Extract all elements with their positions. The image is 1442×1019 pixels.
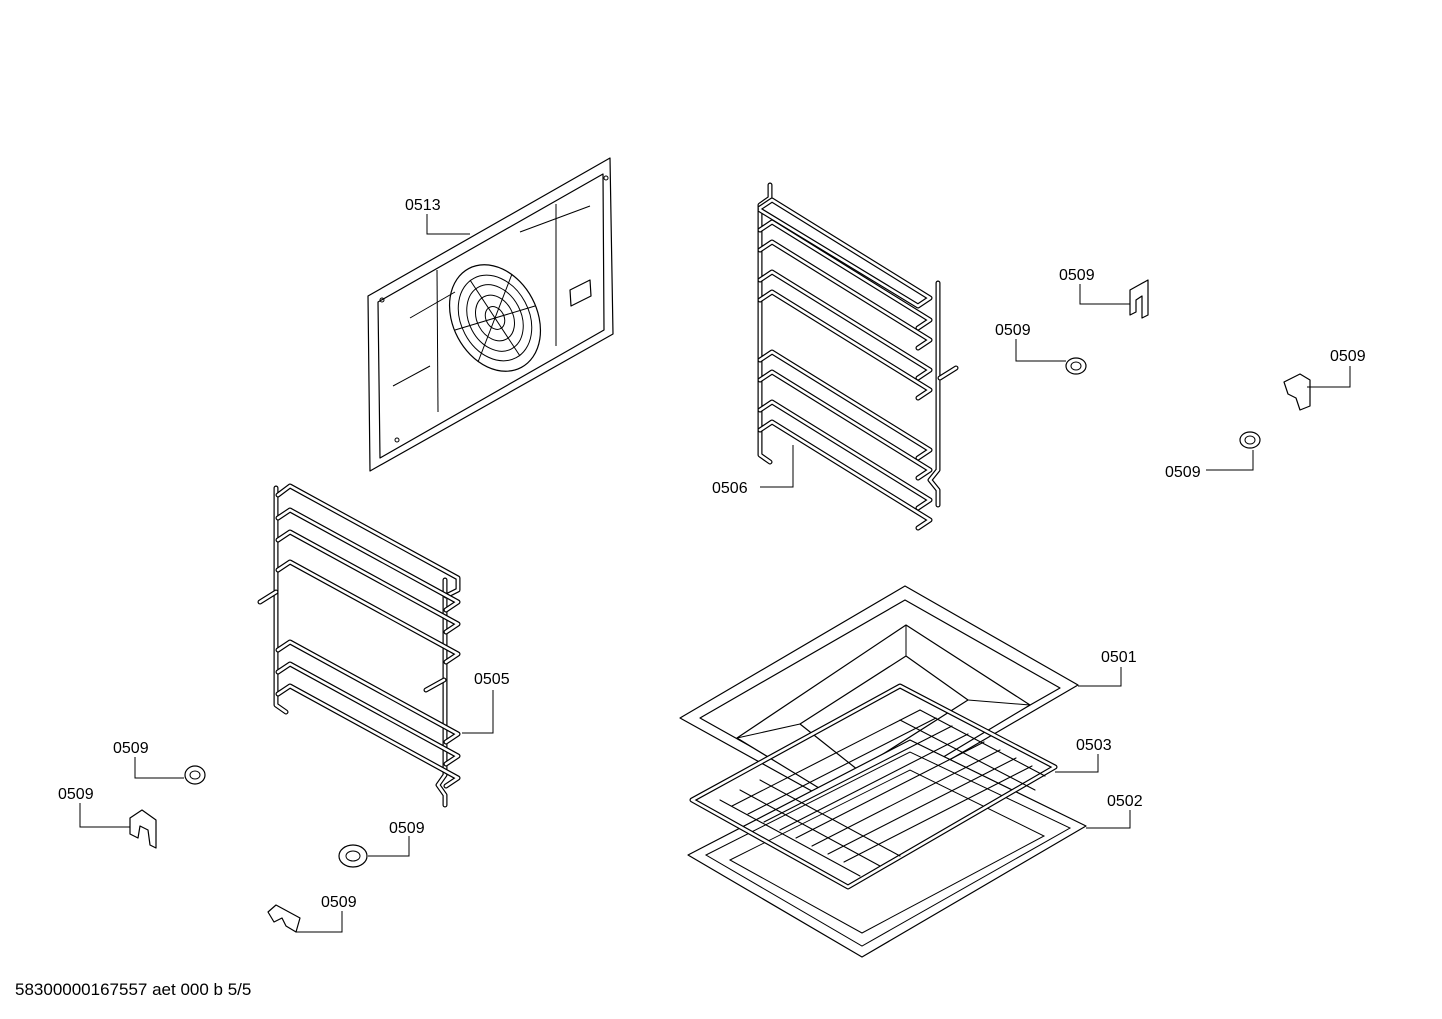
fastener-clip-icon — [1129, 279, 1149, 319]
part-0503-wire-shelf — [689, 683, 1058, 890]
fastener-knob-icon — [1065, 357, 1087, 375]
fastener-knob-icon — [184, 765, 206, 785]
part-0501-deep-tray — [679, 585, 1079, 816]
document-footer-code: 58300000167557 aet 000 b 5/5 — [15, 980, 252, 999]
fastener-knob-icon — [338, 844, 368, 868]
label-0506: 0506 — [712, 480, 748, 497]
label-0509: 0509 — [389, 820, 425, 837]
part-0505-left-side-rack — [257, 483, 461, 808]
part-0506-right-side-rack — [757, 182, 959, 531]
label-0509: 0509 — [1330, 348, 1366, 365]
label-0509: 0509 — [1165, 464, 1201, 481]
label-0501: 0501 — [1101, 649, 1137, 666]
fastener-clip-icon — [129, 809, 157, 849]
label-0503: 0503 — [1076, 737, 1112, 754]
fastener-knob-icon — [1239, 431, 1261, 449]
leader-lines — [79, 214, 1351, 933]
label-0509: 0509 — [1059, 267, 1095, 284]
fastener-clip-icon — [1283, 373, 1311, 411]
fastener-clip-icon — [267, 904, 301, 933]
label-0509: 0509 — [113, 740, 149, 757]
part-labels: 0513 0506 0505 0501 0503 0502 0509 0509 … — [58, 197, 1366, 911]
label-0509: 0509 — [321, 894, 357, 911]
label-0509: 0509 — [58, 786, 94, 803]
label-0509: 0509 — [995, 322, 1031, 339]
label-0505: 0505 — [474, 671, 510, 688]
label-0513: 0513 — [405, 197, 441, 214]
part-0513-rear-panel — [367, 157, 614, 472]
label-0502: 0502 — [1107, 793, 1143, 810]
